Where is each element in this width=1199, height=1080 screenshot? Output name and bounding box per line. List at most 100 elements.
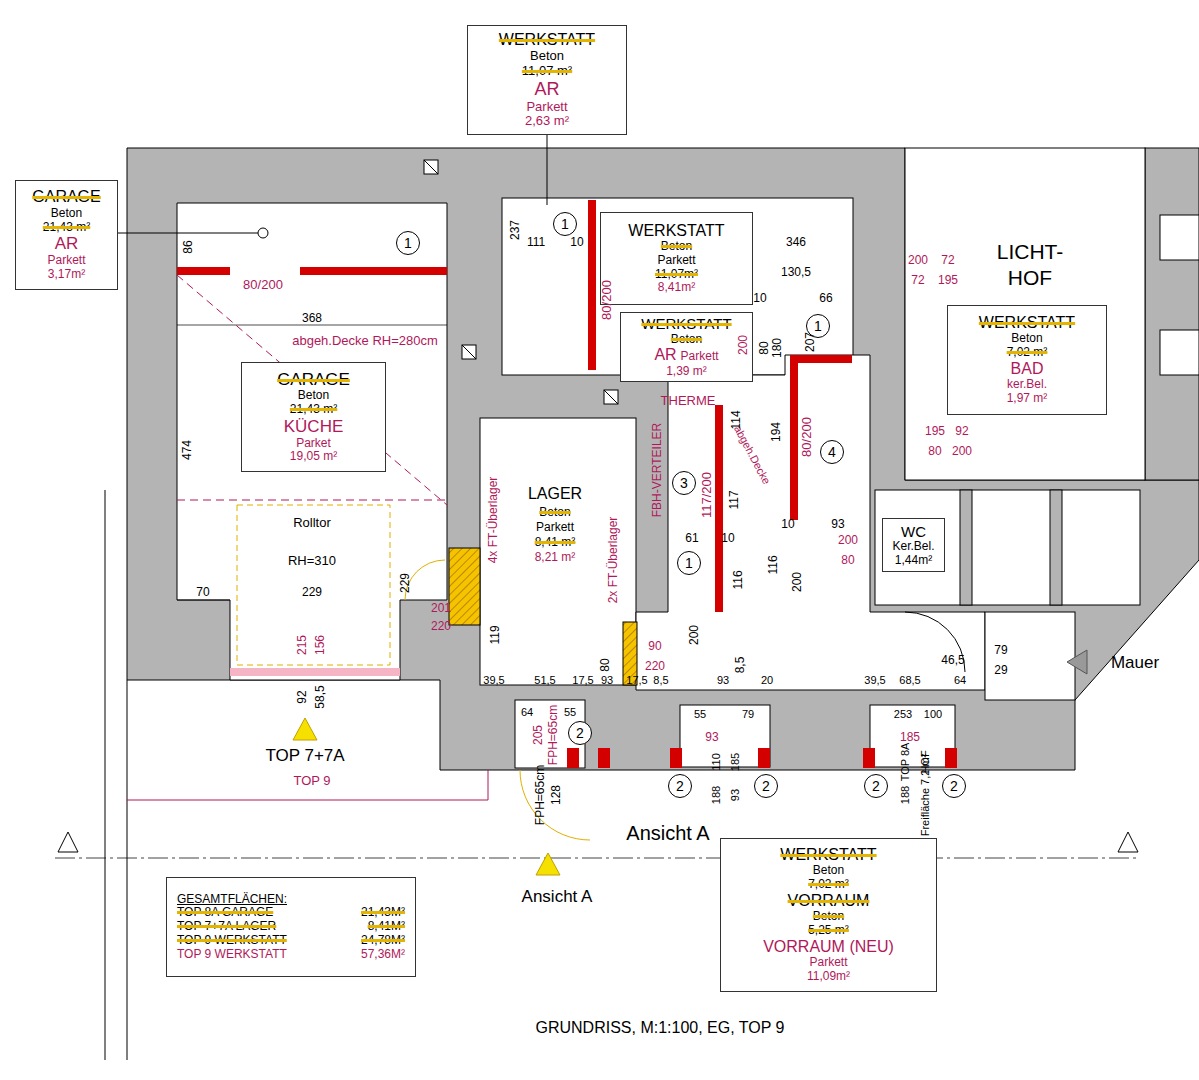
text-row: Parkett	[657, 254, 695, 268]
room-label-box: WCKer.Bel.1,44m²	[882, 518, 945, 572]
plan-label: 220	[431, 620, 451, 632]
dimension-text: 207	[804, 332, 816, 352]
plan-label: 72	[911, 274, 924, 286]
wall-mass	[1145, 148, 1199, 480]
room-text: 19,05 m²	[290, 450, 337, 464]
text-row: VORRAUM	[788, 892, 870, 910]
room-text: TOP 9 WERKSTATT	[177, 934, 287, 948]
room-text: 1,44m²	[895, 554, 932, 568]
room-text: 1,97 m²	[1007, 392, 1048, 406]
wall-mass	[1050, 490, 1062, 605]
room-text: WERKSTATT	[641, 315, 731, 332]
text-row: 2	[872, 778, 880, 794]
plan-label: 8,41 m²	[535, 536, 576, 548]
room-text: WERKSTATT	[628, 222, 724, 240]
room-text: Beton	[661, 240, 692, 254]
dimension-text: 188	[900, 786, 911, 804]
text-row: 11,09m²	[807, 970, 850, 984]
room-text: WERKSTATT	[780, 846, 876, 864]
plan-label: Ansicht A	[626, 823, 709, 843]
callout-circle: 1	[396, 231, 420, 255]
leader-line	[118, 233, 258, 234]
room-text: GESAMTFLÄCHEN:	[177, 893, 287, 907]
room-text: VORRAUM (NEU)	[763, 938, 894, 956]
lintel-hatch	[449, 548, 480, 625]
dimension-text: 117	[728, 490, 740, 509]
plan-label: Rolltor	[293, 516, 331, 529]
wall-mass	[127, 148, 1199, 770]
dimension-text: 114	[730, 410, 742, 429]
plan-label: TOP 7+7A	[265, 747, 344, 764]
dimension-text: 200	[791, 572, 803, 592]
plan-label: THERME	[661, 394, 716, 407]
door-swing	[405, 560, 445, 600]
text-row: Beton	[671, 333, 702, 347]
text-row: GARAGE	[277, 370, 350, 390]
room-text: WERKSTATT	[499, 31, 595, 49]
callout-number: 1	[404, 235, 412, 251]
callout-number: 1	[814, 318, 822, 334]
flue-symbol	[424, 160, 618, 404]
room-text: 7,02 m²	[808, 878, 849, 892]
room-text: 3,17m²	[48, 268, 85, 282]
window	[1160, 330, 1199, 375]
text-row: 3,17m²	[48, 268, 85, 282]
callout-number: 2	[950, 778, 958, 794]
plan-label: 93	[831, 518, 844, 530]
dimension-text: 119	[489, 625, 501, 644]
window	[680, 705, 770, 767]
room-text: 5,25 m²	[808, 924, 849, 938]
plan-label: 201	[431, 602, 451, 614]
room-label-box: WERKSTATTBeton11,07 m²ARParkett2,63 m²	[467, 25, 627, 135]
text-row: Parkett	[47, 254, 85, 268]
text-row: Beton	[530, 49, 564, 64]
room-text: TOP 9 WERKSTATT	[177, 948, 287, 962]
ceiling-line	[177, 275, 447, 505]
dimension-text: 128	[550, 785, 562, 805]
plan-label: LICHT- HOF	[985, 239, 1075, 292]
plan-label: 51,5	[534, 675, 555, 686]
callout-number: 1	[685, 555, 693, 571]
text-row: Parkett	[809, 956, 847, 970]
dimension-text: TOP 8A	[900, 743, 911, 782]
plan-label: 46,5	[941, 654, 964, 666]
plan-label: 8,5	[653, 675, 668, 686]
room-text: Parkett	[809, 956, 847, 970]
plan-label: Ansicht A	[522, 888, 593, 905]
dimension-text: 80/200	[800, 417, 813, 457]
room-text: 2,63 m²	[525, 114, 569, 129]
room-text: 8,41M²	[368, 920, 405, 934]
text-row: Beton	[813, 864, 844, 878]
dimension-text: HOF	[920, 750, 931, 773]
plan-label: LAGER	[528, 486, 582, 502]
text-row: TOP 8A GARAGE21,43M²	[177, 906, 405, 920]
plan-caption: GRUNDRISS, M:1:100, EG, TOP 9	[536, 1020, 785, 1036]
leader-line	[547, 135, 548, 205]
dimension-line	[177, 600, 230, 601]
text-row: 11,07m²	[655, 268, 698, 282]
callout-circle: 2	[568, 721, 592, 745]
callout-number: 2	[676, 778, 684, 794]
text-row: Parket	[296, 437, 331, 451]
callout-circle: 2	[942, 774, 966, 798]
plan-label: 80	[928, 445, 941, 457]
dimension-text: 188	[711, 786, 722, 804]
dimension-text: 86	[182, 240, 194, 253]
plan-label: 20	[761, 675, 773, 686]
text-row: 5,25 m²	[808, 924, 849, 938]
dimension-text: 116	[767, 555, 779, 574]
plan-label: 185	[900, 731, 920, 743]
text-row: 2	[950, 778, 958, 794]
dimension-text: 92	[296, 690, 308, 703]
callout-number: 2	[762, 778, 770, 794]
room-text: Beton	[530, 49, 564, 64]
plan-label: 10	[781, 518, 794, 530]
room-text: TOP 7+7A LAGER	[177, 920, 276, 934]
dimension-text: 200	[688, 625, 700, 645]
text-row: Beton	[298, 389, 329, 403]
room-label-box: WERKSTATTBeton7,02 m²VORRAUMBeton5,25 m²…	[720, 838, 937, 992]
plan-label: 346	[786, 236, 806, 248]
text-row: Beton	[661, 240, 692, 254]
text-row: 11,07 m²	[522, 64, 572, 79]
red-wall	[177, 200, 957, 768]
